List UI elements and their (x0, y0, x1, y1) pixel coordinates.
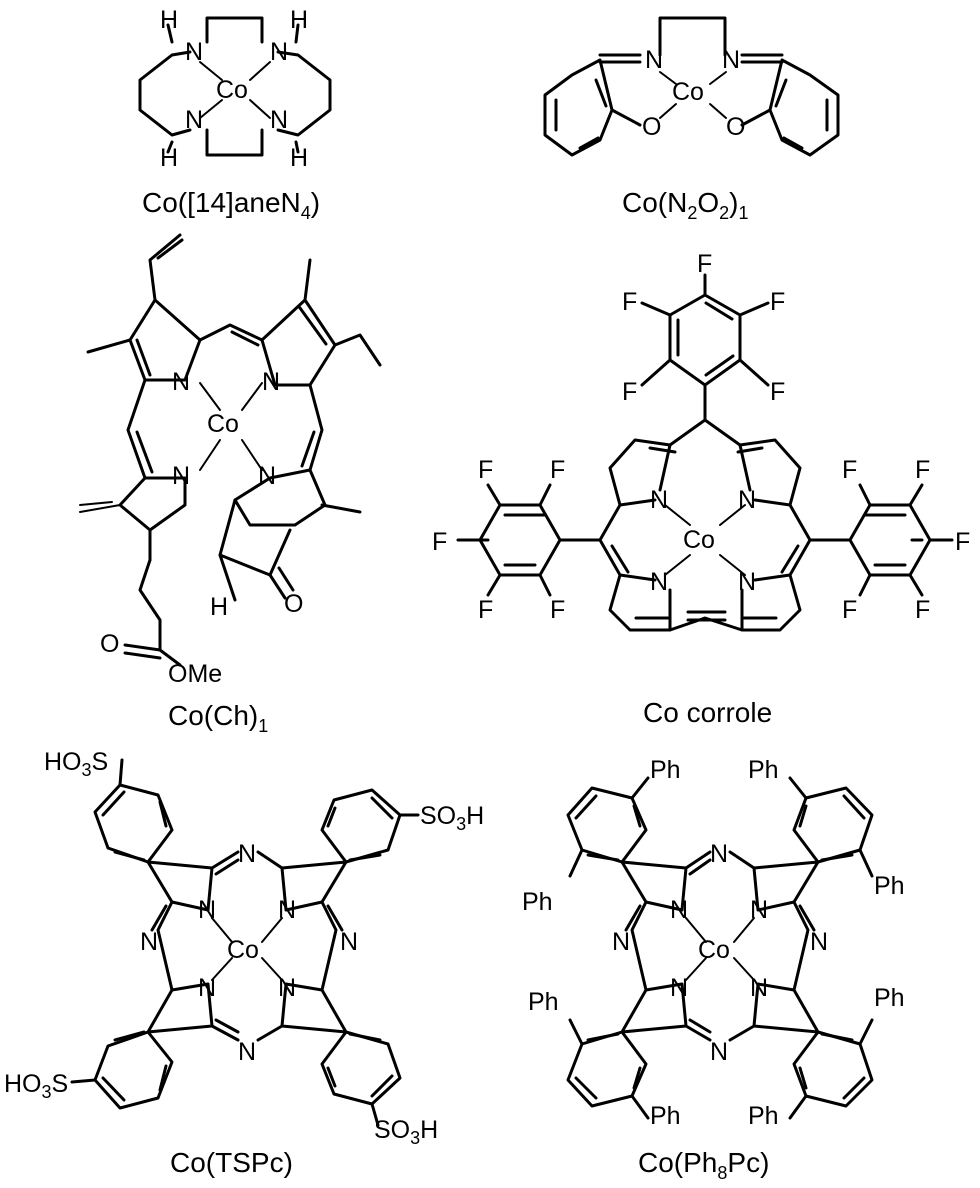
atom-o: O (284, 590, 303, 618)
caption-co-n2o2: Co(N2O2)1 (622, 187, 749, 223)
atom-co: Co (672, 78, 704, 106)
caption-co-14-aneN4: Co([14]aneN4) (142, 187, 320, 223)
atom-n: N (612, 928, 630, 956)
atom-o: O (726, 113, 745, 141)
atom-f: F (478, 596, 493, 624)
atom-f: F (622, 288, 637, 316)
atom-h: H (160, 6, 178, 34)
atom-n: N (198, 896, 216, 924)
phenyl-group: Ph (748, 756, 779, 784)
structure-co-corrole: N N N N Co F F F F F F F F F F F F F F F… (432, 250, 970, 728)
atom-h: H (290, 6, 308, 34)
atom-h: H (160, 144, 178, 172)
atom-f: F (550, 456, 565, 484)
atom-f: F (955, 528, 970, 556)
caption-co-corrole: Co corrole (643, 697, 772, 728)
atom-ome: OMe (168, 660, 222, 688)
atom-n: N (258, 462, 276, 490)
atom-n: N (278, 896, 296, 924)
atom-n: N (650, 486, 668, 514)
phenyl-group: Ph (528, 988, 559, 1016)
atom-f: F (915, 596, 930, 624)
atom-co: Co (683, 526, 715, 554)
caption-co-ch: Co(Ch)1 (168, 700, 268, 736)
atom-n: N (670, 974, 688, 1002)
atom-n: N (810, 928, 828, 956)
atom-n: N (750, 974, 768, 1002)
atom-h: H (290, 144, 308, 172)
atom-n: N (750, 896, 768, 924)
atom-n: N (140, 928, 158, 956)
atom-n: N (670, 896, 688, 924)
phenyl-group: Ph (748, 1102, 779, 1130)
atom-h: H (210, 593, 228, 621)
atom-n: N (262, 368, 280, 396)
atom-o: O (642, 113, 661, 141)
atom-n: N (185, 38, 203, 66)
atom-f: F (770, 378, 785, 406)
sulfonate-group: HO3S (44, 748, 108, 780)
phenyl-group: Ph (874, 872, 905, 900)
phenyl-group: Ph (522, 888, 553, 916)
atom-n: N (172, 462, 190, 490)
atom-f: F (770, 288, 785, 316)
atom-n: N (270, 38, 288, 66)
atom-n: N (650, 568, 668, 596)
atom-n: N (738, 568, 756, 596)
atom-f: F (842, 456, 857, 484)
structure-co-chlorophyllide: N N N N Co H O O OMe Co(Ch)1 (79, 233, 382, 736)
atom-n: N (340, 928, 358, 956)
atom-co: Co (216, 76, 248, 104)
atom-n: N (738, 486, 756, 514)
caption-co-tspc: Co(TSPc) (170, 1147, 293, 1178)
atom-n: N (172, 368, 190, 396)
atom-n: N (198, 974, 216, 1002)
atom-f: F (478, 456, 493, 484)
phenyl-group: Ph (650, 1102, 681, 1130)
atom-n: N (278, 974, 296, 1002)
atom-co: Co (207, 410, 239, 438)
structure-co-n2o2: N N Co O O Co(N2O2)1 (543, 16, 840, 223)
atom-f: F (550, 596, 565, 624)
atom-n: N (185, 106, 203, 134)
structure-co-tspc: N N N N N N N N Co HO3S SO3H HO3S SO3H C… (4, 748, 484, 1178)
atom-n: N (710, 1038, 728, 1066)
sulfonate-group: SO3H (374, 1116, 438, 1148)
atom-n: N (722, 46, 740, 74)
atom-n: N (270, 106, 288, 134)
structure-co-ph8pc: N N N N N N N N Co Ph Ph Ph Ph Ph Ph Ph … (522, 756, 905, 1183)
atom-co: Co (227, 936, 259, 964)
atom-f: F (622, 378, 637, 406)
atom-n: N (645, 46, 663, 74)
atom-n: N (238, 840, 256, 868)
sulfonate-group: HO3S (4, 1070, 68, 1102)
atom-co: Co (698, 936, 730, 964)
sulfonate-group: SO3H (420, 802, 484, 834)
structure-co-14-aneN4: N N N N Co H H H H Co([14]aneN4) (138, 6, 332, 223)
phenyl-group: Ph (874, 984, 905, 1012)
atom-f: F (432, 528, 447, 556)
atom-f: F (697, 250, 712, 278)
caption-co-ph8pc: Co(Ph8Pc) (638, 1147, 769, 1183)
atom-n: N (710, 840, 728, 868)
atom-f: F (915, 456, 930, 484)
atom-n: N (238, 1038, 256, 1066)
atom-o: O (100, 630, 119, 658)
atom-f: F (842, 596, 857, 624)
phenyl-group: Ph (650, 756, 681, 784)
